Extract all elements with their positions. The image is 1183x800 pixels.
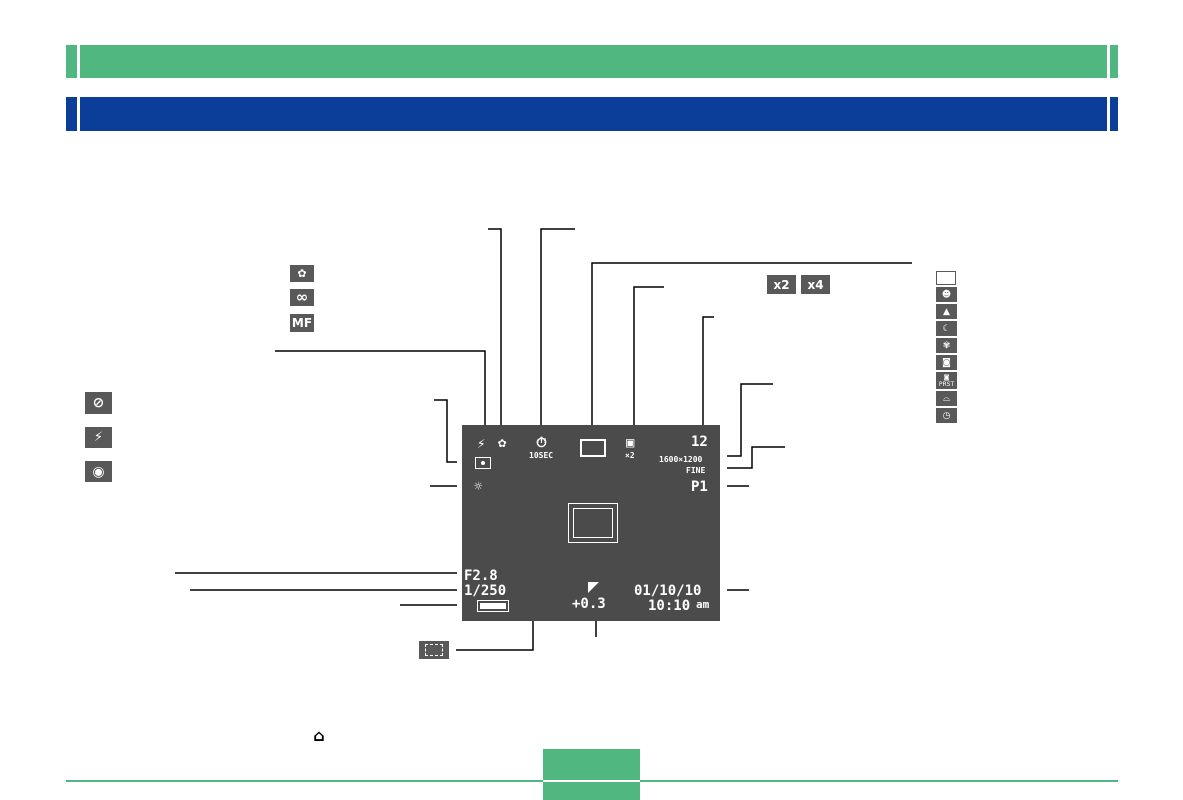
- resolution: 1600×1200: [659, 455, 703, 464]
- time: 10:10: [648, 598, 691, 614]
- portrait-mode-icon: ☻: [936, 287, 957, 302]
- quality: FINE: [686, 466, 706, 475]
- digital-zoom-icon: ▣: [626, 435, 635, 451]
- red-eye-legend-icon: ◉: [85, 461, 112, 482]
- interval-mode-icon: ◷: [936, 408, 957, 423]
- exposure-value: +0.3: [572, 596, 606, 612]
- header-blue-bar: [66, 97, 1118, 131]
- aperture: F2.8: [464, 568, 498, 584]
- landscape-mode-icon: ▲: [936, 304, 957, 319]
- camera-lcd-screen: ⚡ ✿ ⏱ 10SEC ▣ ×2 12 1600×1200 FINE P1 ☼ …: [462, 425, 720, 621]
- panorama-mode-icon: ⌓: [936, 391, 957, 406]
- single-shot-icon: [580, 439, 606, 457]
- header-green-bar: [66, 45, 1118, 78]
- exposure-icon: [588, 582, 599, 593]
- white-balance-icon: ☼: [474, 479, 483, 495]
- infinity-legend-icon: ∞: [290, 289, 314, 306]
- sepia-mode-icon: ◙: [936, 355, 957, 370]
- shots-remaining: 12: [691, 434, 708, 450]
- macro-legend-icon: ✿: [290, 265, 314, 282]
- zoom-x2-legend-icon: x2: [767, 275, 796, 294]
- battery-icon: [477, 600, 509, 612]
- zoom-x4-legend-icon: x4: [801, 275, 830, 294]
- date: 01/10/10: [634, 583, 702, 599]
- self-timer-label: 10SEC: [529, 451, 554, 460]
- preset-mode-icon: ◙PRST: [936, 372, 957, 389]
- manual-focus-legend-icon: MF: [290, 314, 314, 332]
- flash-on-legend-icon: ⚡: [85, 427, 112, 448]
- self-timer-icon: ⏱: [536, 435, 547, 451]
- page-number-tab: [543, 749, 640, 800]
- focus-frame: [568, 503, 618, 543]
- focus-frame-legend-icon: [419, 641, 449, 659]
- single-shot-mode-icon: [936, 271, 956, 285]
- metering-icon: [475, 457, 491, 469]
- recording-mode: P1: [691, 479, 708, 495]
- unknown-icon: ⌂: [307, 726, 331, 745]
- night-scene-mode-icon: ☾: [936, 321, 957, 336]
- flower-mode-icon: ✾: [936, 338, 957, 353]
- shutter-speed: 1/250: [464, 583, 507, 599]
- zoom-label: ×2: [625, 451, 635, 460]
- am-pm: am: [696, 598, 710, 611]
- mode-icons-column: ☻ ▲ ☾ ✾ ◙ ◙PRST ⌓ ◷: [936, 271, 958, 425]
- macro-icon: ✿: [498, 435, 507, 451]
- flash-icon: ⚡: [477, 436, 486, 452]
- flash-off-legend-icon: ⊘: [85, 392, 112, 414]
